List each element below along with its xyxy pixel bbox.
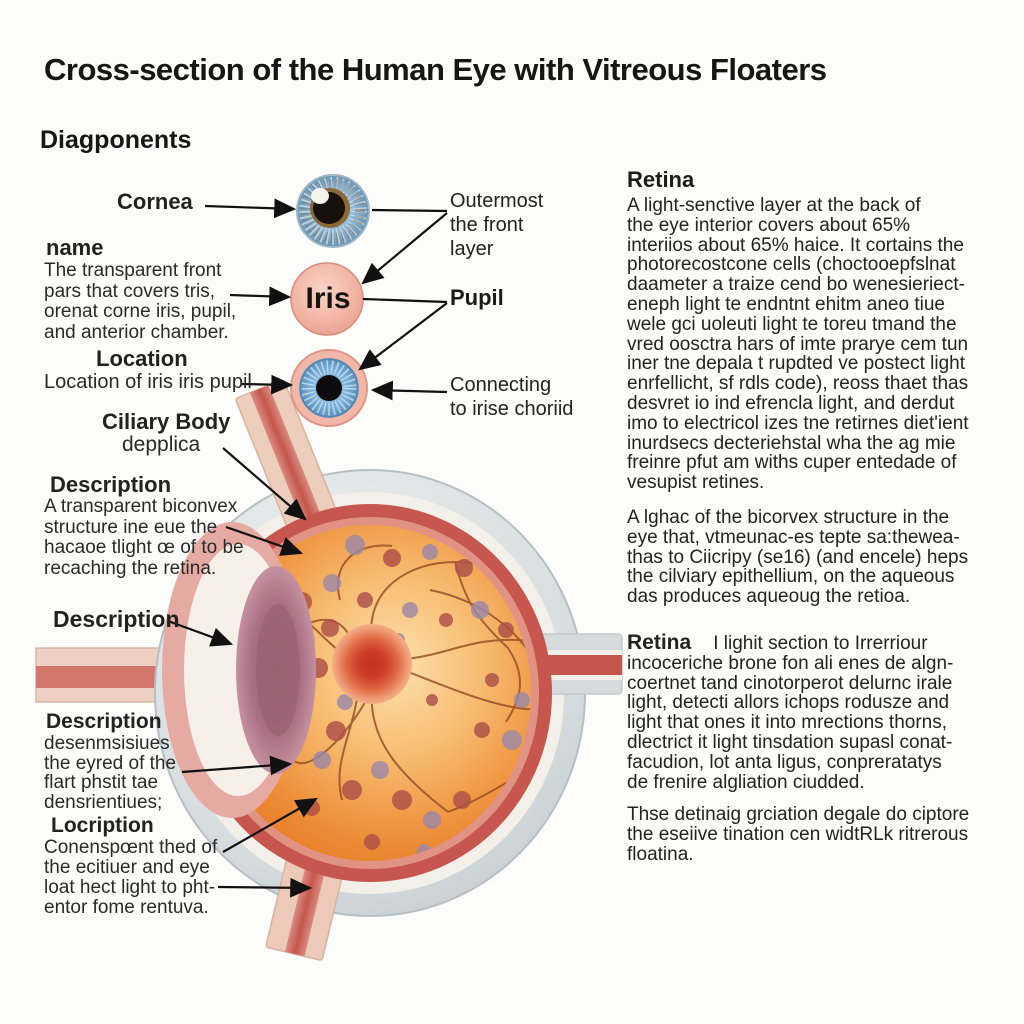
label-cornea: Cornea [117, 189, 193, 214]
label-pupil: Pupil [450, 285, 504, 310]
eyeball [154, 379, 623, 961]
label-description-2-heading: Description [53, 606, 180, 632]
right-tube [539, 633, 623, 695]
label-locription-body: Conenspœnt thed of the ecitiuer and eye … [44, 837, 218, 918]
label-location-heading: Location [96, 346, 188, 371]
label-name-description: The transparent front pars that covers t… [44, 260, 237, 343]
label-description-3-heading: Description [46, 710, 162, 733]
label-ciliary-body: Ciliary Body [102, 409, 231, 434]
label-description-1-body: A transparent biconvex structure ine eue… [44, 496, 244, 579]
label-name-heading: name [46, 235, 104, 260]
annotation-arrows [167, 198, 448, 898]
iris-front-view [296, 174, 370, 248]
section-heading-components: Diagponents [40, 126, 192, 154]
page-title: Cross-section of the Human Eye with Vitr… [44, 52, 827, 87]
eye-highlight [311, 188, 329, 204]
vitreous-floaters [285, 532, 531, 858]
label-ciliary-sub: depplica [122, 433, 201, 456]
retina-paragraph-3-body: I lighit section to Irrerriour incoceric… [627, 633, 954, 793]
retina-inline-heading: Retina [627, 631, 692, 654]
label-locription-heading: Locription [51, 814, 154, 837]
optic-disc [332, 624, 412, 704]
retina-section-heading: Retina [627, 167, 695, 192]
pupil-front-view [290, 349, 368, 427]
label-connecting-choroid: Connecting to irise choriid [450, 374, 574, 420]
label-outermost-front-layer: Outermost the front layer [450, 190, 544, 260]
label-location-description: Location of iris iris pupil [44, 371, 252, 393]
label-description-3-body: desenmsisiues the eyred of the flart phs… [44, 733, 177, 813]
retina-paragraph-4: Thse detinaig grciation degale do ciptor… [627, 804, 970, 865]
retina-paragraph-1: A light-senctive layer at the back of th… [627, 195, 969, 494]
label-iris: Iris [305, 282, 351, 315]
cornea-lens [162, 522, 316, 818]
retina-paragraph-2: A lghac of the bicorvex structure in the… [627, 507, 969, 608]
label-description-1-heading: Description [50, 472, 172, 497]
